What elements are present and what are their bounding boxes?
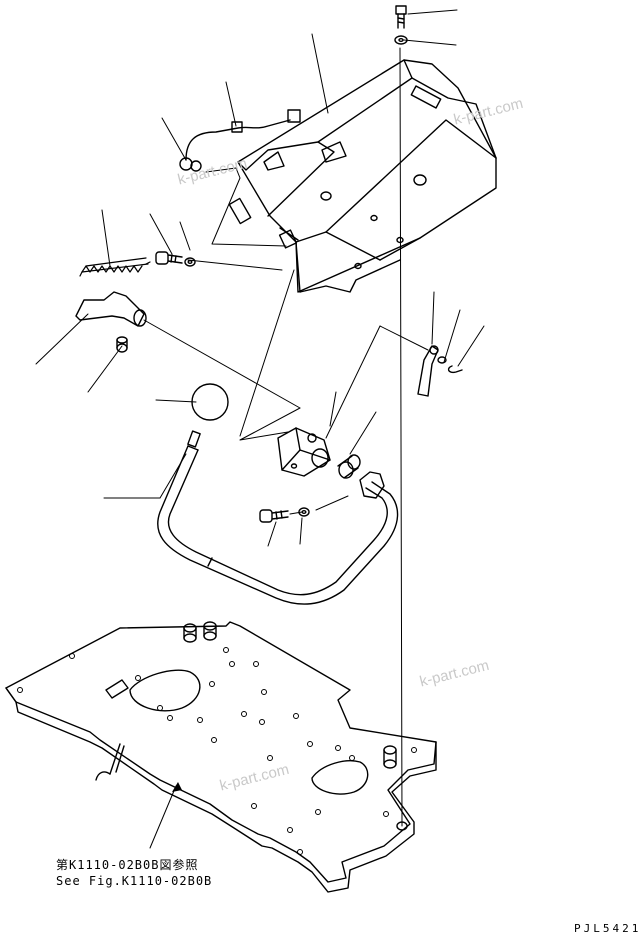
bushing-icon <box>337 454 361 479</box>
switch-block <box>277 427 331 477</box>
pin-washer-icon <box>437 356 447 364</box>
arrow-icon <box>172 782 182 792</box>
reference-note-en: See Fig.K1110-02B0B <box>56 874 213 888</box>
left-washer-icon <box>184 257 196 267</box>
snap-clip-icon <box>447 365 463 374</box>
floor-plate <box>5 621 437 893</box>
wire-harness <box>179 109 301 172</box>
reference-note-jp: 第K1110-02B0B図参照 <box>56 858 199 872</box>
top-bolt-icon <box>395 5 407 29</box>
handle-bar <box>157 430 399 605</box>
top-washer-icon <box>394 35 408 45</box>
lower-washer-icon <box>298 507 310 517</box>
floor-plate-holes <box>17 647 417 855</box>
assembly-lines <box>143 47 429 827</box>
drawing-code: PJL5421 <box>574 922 641 935</box>
spring-icon <box>79 257 151 277</box>
left-bolt-icon <box>155 251 183 265</box>
control-box-bracket <box>228 59 497 293</box>
lever-bracket <box>75 291 147 353</box>
knob-ball-icon <box>191 383 229 421</box>
lower-bolt-icon <box>259 509 289 523</box>
pin-icon <box>417 345 439 397</box>
